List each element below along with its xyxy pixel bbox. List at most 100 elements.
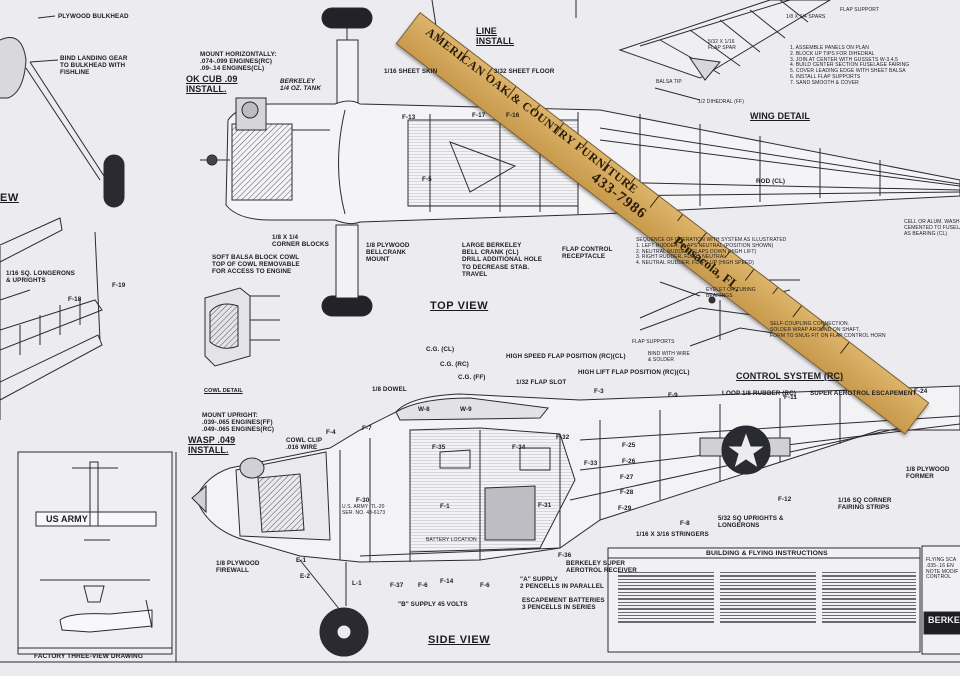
label-bind-landing-gear: BIND LANDING GEAR TO BULKHEAD WITH FISHL… [60, 55, 128, 77]
part-f25: F-25 [622, 442, 636, 449]
left-view-title-fragment: EW [0, 192, 19, 204]
part-f6-left: F-6 [418, 582, 428, 589]
label-bind-wire: BIND WITH WIRE & SOLDER [648, 351, 690, 363]
factory-three-view-box [17, 451, 173, 655]
instructions-text-block [616, 560, 918, 646]
instructions-box [607, 545, 960, 655]
label-berkeley-tank: BERKELEY 1/4 OZ. TANK [280, 78, 321, 93]
part-f6-right: F-6 [480, 582, 490, 589]
part-f16: F-16 [506, 112, 520, 119]
label-cowl-clip: COWL CLIP .016 WIRE [286, 437, 323, 452]
label-high-speed-flap: HIGH SPEED FLAP POSITION (RC)(CL) [506, 353, 626, 360]
label-loop-rubber: LOOP 1/8 RUBBER (RC) [722, 390, 796, 397]
part-f19: F-19 [112, 282, 126, 289]
part-f34: F-34 [512, 444, 526, 451]
part-f1: F-1 [440, 503, 450, 510]
label-a-supply: "A" SUPPLY 2 PENCELLS IN PARALLEL [520, 576, 604, 591]
part-f35: F-35 [432, 444, 446, 451]
label-left-longerons: 1/16 SQ. LONGERONS & UPRIGHTS [6, 270, 75, 285]
side-view-fuselage [191, 385, 960, 657]
label-b-supply: "B" SUPPLY 45 VOLTS [398, 601, 468, 608]
part-f13: F-13 [402, 114, 416, 121]
label-line-install: LINE INSTALL [476, 26, 515, 47]
label-dowel: 1/8 DOWEL [372, 386, 407, 393]
part-f37: F-37 [390, 582, 404, 589]
part-l1: L-1 [352, 580, 362, 587]
part-f28: F-28 [620, 489, 634, 496]
part-w9: W-9 [460, 406, 472, 413]
cowl-detail-title: COWL DETAIL [204, 388, 243, 394]
label-wing-steps: 1. ASSEMBLE PANELS ON PLAN 2. BLOCK UP T… [790, 45, 910, 86]
label-aerotrol-receiver: BERKELEY SUPER AEROTROL RECEIVER [566, 560, 637, 575]
label-cg-cl: C.G. (CL) [426, 346, 455, 353]
label-sheet-floor: 3/32 SHEET FLOOR [494, 68, 555, 75]
label-dihedral: 1/2 DIHEDRAL (FF) [698, 99, 744, 105]
label-rod-cl: ROD (CL) [756, 178, 786, 185]
label-spars: 1/8 X 1/4 SPARS [786, 14, 826, 20]
label-flap-support-top: FLAP SUPPORT [840, 7, 880, 13]
label-high-lift-flap: HIGH LIFT FLAP POSITION (RC)(CL) [578, 369, 690, 376]
part-f29: F-29 [618, 505, 632, 512]
label-escapement-batteries: ESCAPEMENT BATTERIES 3 PENCELLS IN SERIE… [522, 597, 605, 612]
label-okcub-install: OK CUB .09 INSTALL. [186, 74, 238, 95]
label-flap-control-receptacle: FLAP CONTROL RECEPTACLE [562, 246, 613, 261]
label-corner-blocks: 1/8 X 1/4 CORNER BLOCKS [272, 234, 329, 249]
label-uprights-longerons: 5/32 SQ UPRIGHTS & LONGERONS [718, 515, 784, 530]
part-f18: F-18 [68, 296, 82, 303]
building-flying-title: BUILDING & FLYING INSTRUCTIONS [706, 550, 828, 557]
part-f17: F-17 [472, 112, 486, 119]
label-battery-location: BATTERY LOCATION [426, 537, 477, 543]
label-us-army-serial: U.S. ARMY TL-20 SER. NO. 43-6173 [342, 504, 386, 516]
label-stringers: 1/16 X 3/16 STRINGERS [636, 531, 709, 538]
part-f9: F-9 [668, 392, 678, 399]
label-cg-rc: C.G. (RC) [440, 361, 469, 368]
part-f33: F-33 [584, 460, 598, 467]
part-f24: F-24 [914, 388, 928, 395]
part-w8: W-8 [418, 406, 430, 413]
cowl-detail [204, 287, 280, 367]
part-f12: F-12 [778, 496, 792, 503]
part-f26: F-26 [622, 458, 636, 465]
label-balsa-tip: BALSA TIP [656, 79, 682, 85]
label-cell-alum-washer: CELL OR ALUM. WASHER CEMENTED TO FUSELAG… [904, 219, 960, 237]
label-mount-upright: MOUNT UPRIGHT: .039-.065 ENGINES(FF) .04… [202, 412, 275, 434]
label-soft-balsa-cowl: SOFT BALSA BLOCK COWL TOP OF COWL REMOVA… [212, 254, 300, 276]
label-bellcrank-mount: 1/8 PLYWOOD BELLCRANK MOUNT [366, 242, 410, 264]
label-sequence-of-operation: SEQUENCE OF OPERATION WITH SYSTEM AS ILL… [636, 237, 787, 266]
part-f8: F-8 [680, 520, 690, 527]
part-f11: F-11 [784, 394, 797, 401]
top-view-title: TOP VIEW [430, 300, 489, 312]
part-f7: F-7 [362, 425, 372, 432]
label-eyelet-bearings: EYELET OR TUBING BEARINGS [706, 287, 756, 299]
part-f36: F-36 [558, 552, 572, 559]
label-flap-spar: 5/32 X 1/16 FLAP SPAR [708, 39, 736, 51]
part-f14: F-14 [440, 578, 454, 585]
wing-detail [431, 0, 831, 101]
label-self-coupling: SELF-COUPLING CONNECTION. SOLDER WRAP AR… [770, 321, 886, 339]
part-f31: F-31 [538, 502, 552, 509]
label-plywood-former: 1/8 PLYWOOD FORMER [906, 466, 950, 481]
part-f3: F-3 [594, 388, 604, 395]
part-f27: F-27 [620, 474, 634, 481]
part-f5: F-5 [422, 176, 432, 183]
factory-three-view-title: FACTORY THREE-VIEW DRAWING [34, 653, 144, 660]
part-f30: F-30 [356, 497, 370, 504]
label-mount-horizontally: MOUNT HORIZONTALLY: .074-.099 ENGINES(RC… [200, 51, 277, 73]
label-wasp-install: WASP .049 INSTALL. [188, 435, 236, 456]
wing-detail-title: WING DETAIL [750, 111, 810, 121]
label-plywood-bulkhead: PLYWOOD BULKHEAD [58, 13, 129, 20]
label-flap-supports: FLAP SUPPORTS [632, 339, 675, 345]
part-e1: E-1 [296, 557, 307, 564]
landing-gear-detail [0, 15, 125, 208]
label-super-aerotrol: SUPER AEROTROL ESCAPEMENT [810, 390, 917, 397]
control-system-title: CONTROL SYSTEM (RC) [736, 371, 844, 381]
label-sheet-skin: 1/16 SHEET SKIN [384, 68, 438, 75]
berkeley-title-block: BERKE [928, 615, 960, 625]
label-flying-scale: FLYING SCA .035-.16 EN NOTE MODIF CONTRO… [926, 557, 959, 581]
label-cg-ff: C.G. (FF) [458, 374, 486, 381]
label-large-bellcrank: LARGE BERKELEY BELL CRANK (CL) DRILL ADD… [462, 242, 542, 278]
side-view-title: SIDE VIEW [428, 634, 491, 646]
label-corner-fairing: 1/16 SQ CORNER FAIRING STRIPS [838, 497, 892, 512]
left-fuselage-fragment [0, 217, 103, 420]
label-plywood-firewall: 1/8 PLYWOOD FIREWALL [216, 560, 260, 575]
